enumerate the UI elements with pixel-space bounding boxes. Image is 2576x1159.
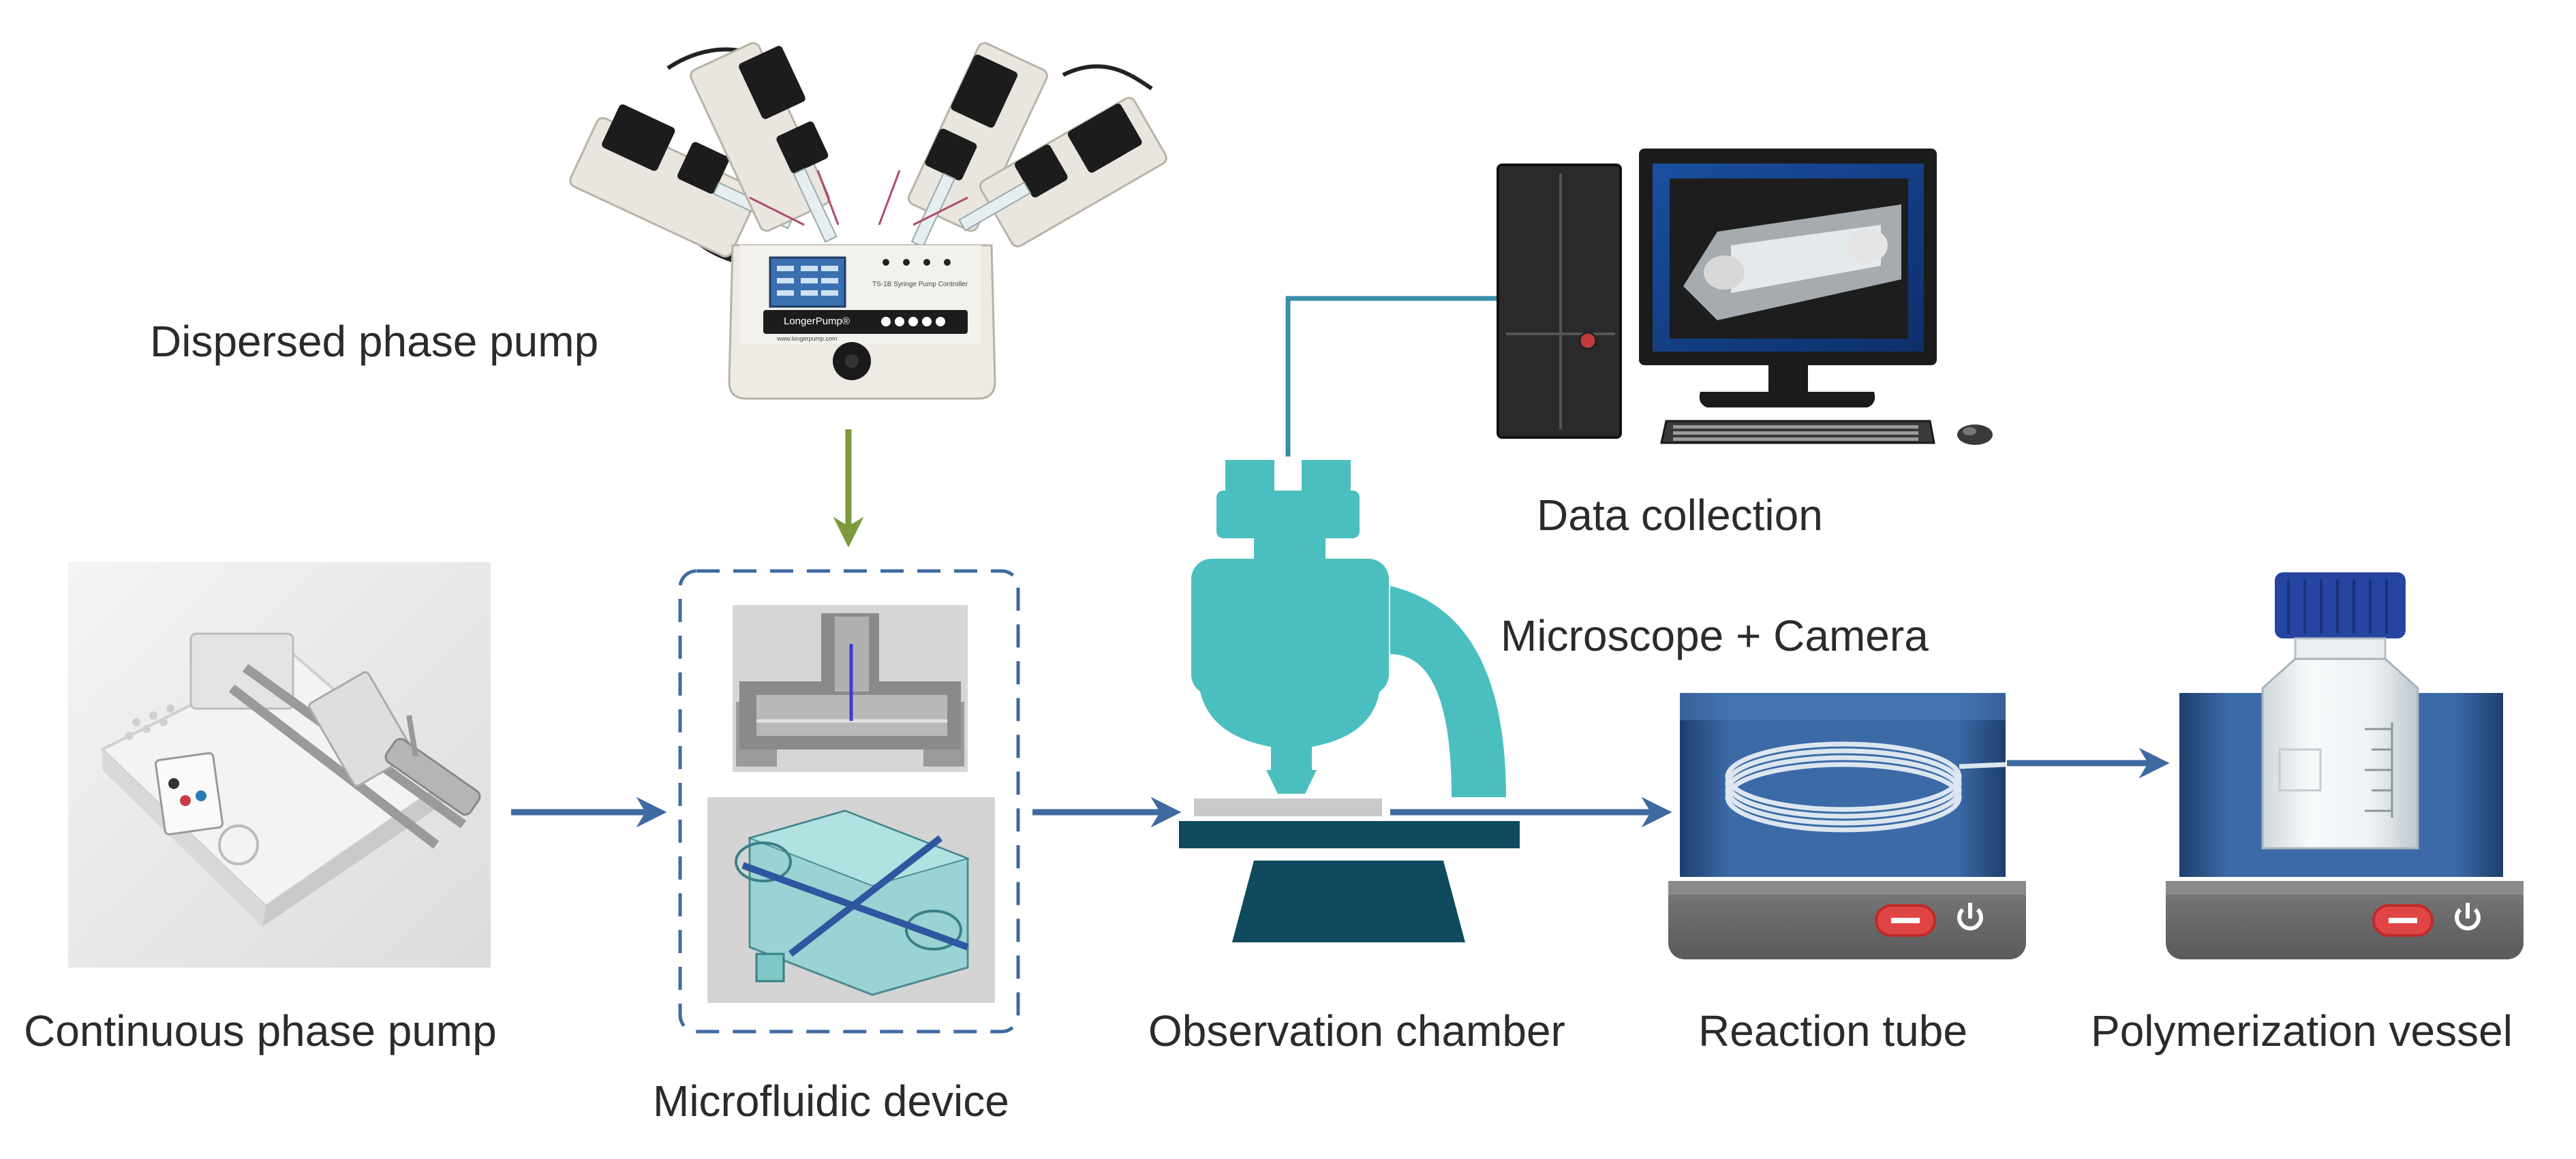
device-3d-view <box>707 797 995 1003</box>
microscope-stage <box>1179 821 1520 848</box>
reaction-tube-bath <box>1668 693 2026 959</box>
syringe-module-2 <box>690 42 838 243</box>
controller-model: TS-1B Syringe Pump Controller <box>872 281 968 288</box>
label-microscope-camera: Microscope + Camera <box>1501 611 1929 660</box>
syringe-module-3 <box>907 42 1048 248</box>
syringe-module-1 <box>569 104 795 258</box>
label-continuous-phase-pump: Continuous phase pump <box>24 1006 497 1055</box>
label-reaction-tube: Reaction tube <box>1698 1006 1967 1055</box>
computer <box>1497 149 1993 445</box>
device-cross-section <box>733 605 968 772</box>
hotplate-2 <box>2166 881 2524 959</box>
syringe-module-4 <box>958 97 1167 248</box>
label-data-collection: Data collection <box>1537 491 1823 540</box>
glass-bottle <box>2261 658 2419 850</box>
microfluidic-device <box>678 569 1020 1034</box>
hotplate-1-power-icon[interactable] <box>1957 903 1983 931</box>
observation-chamber-slide <box>1194 799 1382 816</box>
bottle-cap <box>2275 572 2406 638</box>
hotplate-2-power-icon[interactable] <box>2455 903 2481 931</box>
label-dispersed-phase-pump: Dispersed phase pump <box>150 317 598 366</box>
label-observation-chamber: Observation chamber <box>1148 1006 1565 1055</box>
polymerization-vessel <box>2166 572 2524 959</box>
device-dashed-frame <box>678 569 1020 1034</box>
hotplate-1 <box>1668 881 2026 959</box>
pump-screen <box>155 752 224 836</box>
continuous-phase-pump <box>68 562 491 968</box>
microscope <box>1179 460 1520 942</box>
coiled-tube <box>1725 741 1962 833</box>
controller-website: www.longerpump.com <box>776 335 838 342</box>
mouse <box>1957 424 1993 445</box>
pump-syringe <box>384 738 481 816</box>
data-cable <box>1285 296 1499 457</box>
pump-controller: LongerPump® www.longerpump.com TS-1B Syr… <box>728 244 996 400</box>
microscope-base <box>1232 861 1465 942</box>
controller-brand: LongerPump® <box>784 315 850 327</box>
dispersed-phase-pump: LongerPump® www.longerpump.com TS-1B Syr… <box>569 42 1167 400</box>
label-polymerization-vessel: Polymerization vessel <box>2091 1006 2513 1055</box>
label-microfluidic-device: Microfluidic device <box>653 1077 1009 1126</box>
